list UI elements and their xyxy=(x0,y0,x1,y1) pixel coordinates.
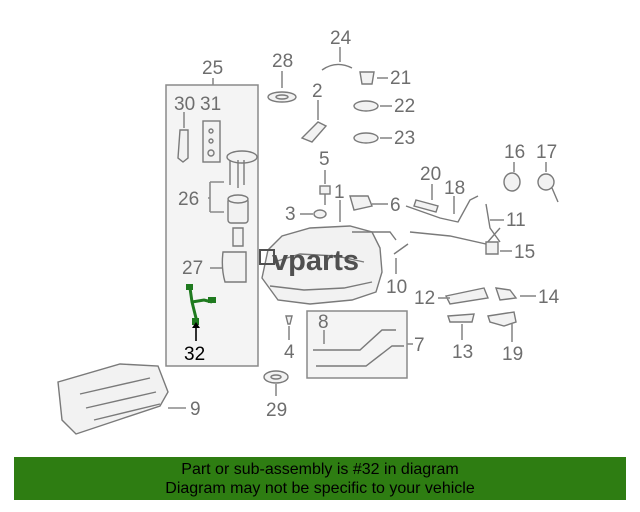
part-29-ring[interactable] xyxy=(263,370,289,396)
part-9-heat-shield[interactable] xyxy=(57,363,186,435)
part-2-bracket[interactable] xyxy=(300,100,328,143)
part-21-valve[interactable] xyxy=(359,71,388,85)
part-6-bracket[interactable] xyxy=(349,195,388,211)
label-10[interactable]: 10 xyxy=(386,277,407,298)
part-20-bracket[interactable] xyxy=(413,184,439,213)
label-25[interactable]: 25 xyxy=(202,58,223,79)
label-8[interactable]: 8 xyxy=(318,312,329,333)
part-23-ring[interactable] xyxy=(353,132,392,144)
label-31[interactable]: 31 xyxy=(200,94,221,115)
part-17-lid[interactable] xyxy=(537,162,559,203)
label-27[interactable]: 27 xyxy=(182,258,203,279)
part-24-hose[interactable] xyxy=(321,47,353,71)
label-7[interactable]: 7 xyxy=(414,335,425,356)
part-30-bracket[interactable] xyxy=(177,112,189,163)
part-5-bolt[interactable] xyxy=(319,170,331,205)
label-12[interactable]: 12 xyxy=(414,288,435,309)
label-3[interactable]: 3 xyxy=(285,204,296,225)
part-26-leader xyxy=(208,181,224,213)
label-11[interactable]: 11 xyxy=(506,210,526,231)
part-13-bracket[interactable] xyxy=(447,313,475,340)
part-28-ring[interactable] xyxy=(267,71,297,103)
label-14[interactable]: 14 xyxy=(538,287,560,308)
label-4[interactable]: 4 xyxy=(284,342,295,363)
label-26[interactable]: 26 xyxy=(178,189,199,210)
part-15-hose[interactable] xyxy=(485,241,512,255)
label-18[interactable]: 18 xyxy=(444,178,465,199)
part-18-filler-pipe[interactable] xyxy=(405,195,501,245)
part-22-gasket[interactable] xyxy=(353,100,392,112)
label-2[interactable]: 2 xyxy=(312,81,323,102)
part-11-pipe[interactable] xyxy=(485,203,504,243)
banner-line-1: Part or sub-assembly is #32 in diagram xyxy=(181,461,459,478)
watermark-text: vparts xyxy=(272,245,359,277)
label-19[interactable]: 19 xyxy=(502,344,523,365)
label-1[interactable]: 1 xyxy=(334,182,345,203)
label-32[interactable]: 32 xyxy=(184,344,205,365)
label-21[interactable]: 21 xyxy=(390,68,411,89)
label-15[interactable]: 15 xyxy=(514,242,535,263)
label-17[interactable]: 17 xyxy=(536,142,557,163)
fuel-filter[interactable] xyxy=(227,194,249,247)
subassembly-box-7 xyxy=(306,310,413,379)
label-6[interactable]: 6 xyxy=(390,195,401,216)
part-27-canister[interactable] xyxy=(210,251,247,283)
label-28[interactable]: 28 xyxy=(272,51,293,72)
label-22[interactable]: 22 xyxy=(394,96,415,117)
part-10-hose[interactable] xyxy=(393,243,409,274)
part-12-bracket[interactable] xyxy=(438,287,489,305)
part-3-clip[interactable] xyxy=(300,209,327,219)
label-23[interactable]: 23 xyxy=(394,128,415,149)
part-4-bolt[interactable] xyxy=(285,315,293,340)
part-32-wire-harness[interactable] xyxy=(186,284,216,341)
banner-line-2: Diagram may not be specific to your vehi… xyxy=(165,480,475,497)
part-19-bracket[interactable] xyxy=(487,311,517,342)
label-5[interactable]: 5 xyxy=(319,149,330,170)
watermark-logo: vparts xyxy=(259,245,359,277)
label-9[interactable]: 9 xyxy=(190,399,201,420)
label-20[interactable]: 20 xyxy=(420,164,441,185)
part-31-plate[interactable] xyxy=(202,120,221,163)
label-13[interactable]: 13 xyxy=(452,342,473,363)
label-16[interactable]: 16 xyxy=(504,142,525,163)
fuel-pump-module[interactable] xyxy=(226,150,258,188)
part-14-bracket[interactable] xyxy=(494,287,536,301)
info-banner: Part or sub-assembly is #32 in diagram D… xyxy=(14,457,626,500)
label-24[interactable]: 24 xyxy=(330,28,352,49)
label-29[interactable]: 29 xyxy=(266,400,287,421)
label-30[interactable]: 30 xyxy=(174,94,195,115)
part-16-cap[interactable] xyxy=(503,162,521,192)
part-1-fuel-tank[interactable] xyxy=(261,200,397,305)
parts-diagram: 25 30 31 26 27 32 28 24 21 22 23 2 5 3 1… xyxy=(57,28,560,435)
